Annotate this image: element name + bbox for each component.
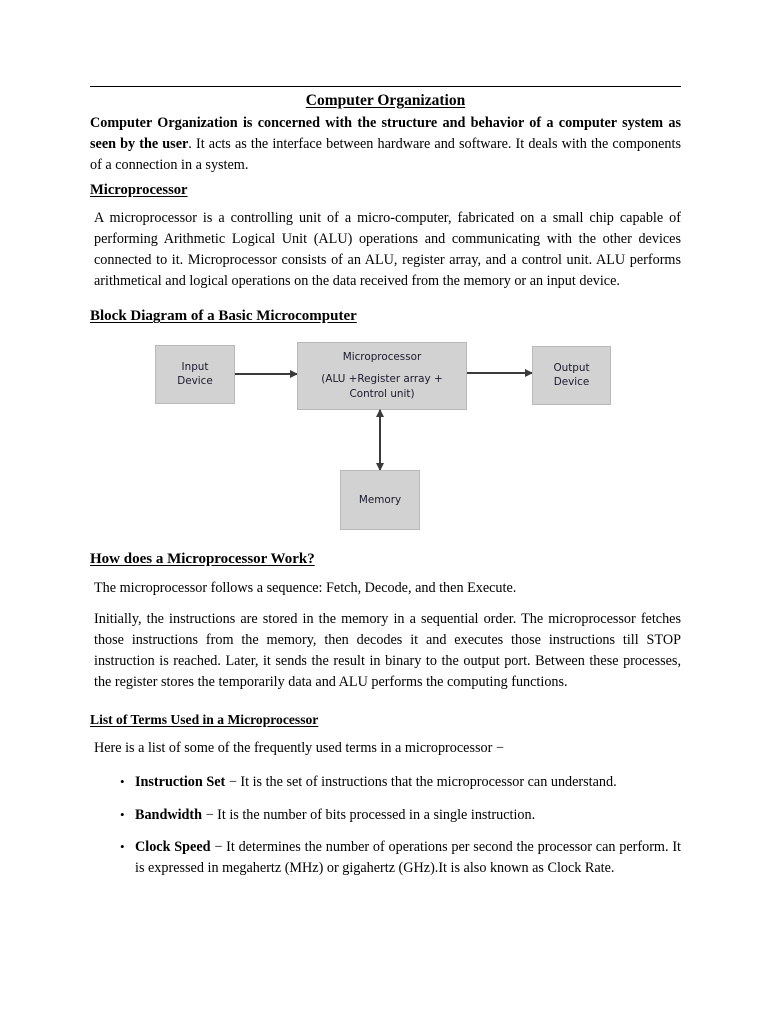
term-label: Bandwidth: [135, 806, 203, 823]
list-item: Bandwidth − It is the number of bits pro…: [90, 805, 681, 826]
intro-bold-rest: is concerned with the structure and beha…: [90, 115, 681, 153]
block-diagram: Input Device Microprocessor (ALU +Regist…: [90, 335, 681, 550]
section-heading-block-diagram: Block Diagram of a Basic Microcomputer: [90, 307, 681, 327]
diagram-box-output-device-line2: Device: [553, 376, 590, 389]
section-heading-how-it-works: How does a Microprocessor Work?: [90, 550, 681, 570]
term-description: It is the set of instructions that the m…: [240, 774, 617, 791]
diagram-box-microprocessor-line1: Microprocessor: [342, 351, 422, 364]
arrow-input-to-microprocessor-icon: [235, 372, 297, 375]
section-heading-terms-text: List of Terms Used in a Microprocessor: [90, 711, 319, 727]
diagram-box-microprocessor-line2: (ALU +Register array +: [321, 373, 443, 386]
term-description: It is the number of bits processed in a …: [217, 806, 536, 823]
diagram-box-output-device: Output Device: [532, 345, 611, 405]
diagram-box-microprocessor-line3: Control unit): [349, 387, 415, 400]
diagram-box-input-device-line1: Input: [181, 360, 209, 373]
page-title: Computer Organization: [90, 91, 681, 110]
section-heading-how-it-works-text: How does a Microprocessor Work?: [90, 550, 315, 567]
diagram-box-output-device-line1: Output: [553, 361, 590, 374]
list-item: Instruction Set − It is the set of instr…: [90, 772, 681, 793]
term-separator: −: [210, 838, 227, 855]
term-label: Instruction Set: [135, 774, 226, 791]
diagram-box-microprocessor: Microprocessor (ALU +Register array + Co…: [297, 341, 467, 410]
how-it-works-paragraph-2: Initially, the instructions are stored i…: [94, 611, 681, 690]
microprocessor-paragraph: A microprocessor is a controlling unit o…: [94, 209, 681, 289]
terms-lead-paragraph: Here is a list of some of the frequently…: [94, 739, 504, 756]
terms-list: Instruction Set − It is the set of instr…: [90, 772, 681, 879]
intro-paragraph: Computer Organization is concerned with …: [90, 113, 681, 176]
diagram-box-input-device-line2: Device: [177, 375, 213, 388]
page-title-text: Computer Organization: [305, 92, 466, 109]
diagram-box-memory-line1: Memory: [358, 493, 402, 506]
section-heading-microprocessor: Microprocessor: [90, 181, 681, 200]
list-item: Clock Speed − It determines the number o…: [90, 837, 681, 880]
diagram-box-memory: Memory: [340, 469, 420, 530]
term-label: Clock Speed: [135, 838, 211, 855]
document-content: Computer Organization Computer Organizat…: [90, 86, 681, 891]
how-it-works-paragraph-1: The microprocessor follows a sequence: F…: [94, 580, 517, 597]
header-divider: [90, 86, 681, 87]
arrow-microprocessor-memory-bidirectional-icon: [379, 409, 381, 470]
intro-normal-text: . It acts as the interface between hardw…: [90, 136, 681, 174]
section-heading-microprocessor-text: Microprocessor: [90, 182, 188, 198]
intro-bold-lead: Computer Organization: [90, 115, 238, 132]
section-heading-block-diagram-text: Block Diagram of a Basic Microcomputer: [90, 308, 357, 325]
term-separator: −: [225, 774, 241, 791]
section-heading-terms: List of Terms Used in a Microprocessor: [90, 711, 681, 729]
diagram-box-input-device: Input Device: [155, 344, 235, 404]
arrow-microprocessor-to-output-icon: [467, 371, 532, 374]
term-description: It determines the number of operations p…: [135, 838, 681, 877]
term-separator: −: [202, 806, 218, 823]
